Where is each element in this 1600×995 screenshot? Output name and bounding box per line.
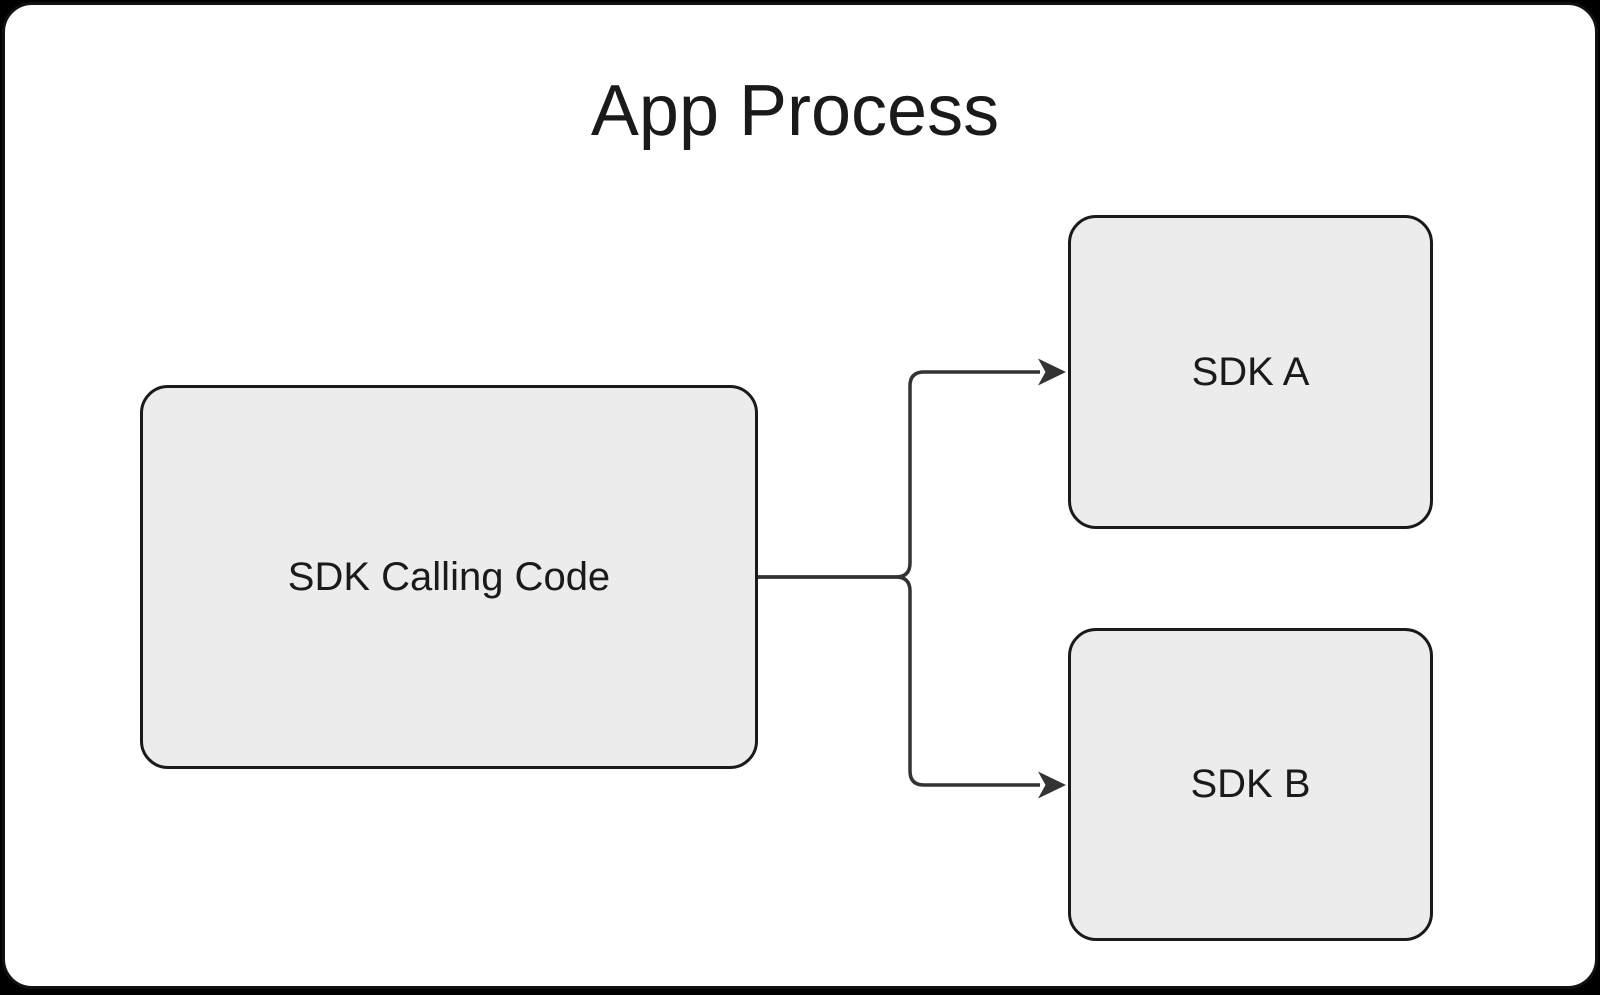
- diagram-title: App Process: [590, 71, 1000, 151]
- node-sdk-b-label: SDK B: [1190, 762, 1311, 806]
- edge-caller-to-sdk-b: [757, 575, 1040, 787]
- arrowhead-icon-sdk-a: [1038, 358, 1066, 386]
- node-sdk-a-label: SDK A: [1191, 349, 1310, 394]
- node-sdk-b: SDK B: [1068, 628, 1433, 941]
- edge-caller-to-sdk-a: [757, 370, 1040, 579]
- node-sdk-calling-code: SDK Calling Code: [140, 385, 758, 769]
- node-sdk-calling-code-label: SDK Calling Code: [287, 554, 611, 599]
- node-sdk-a: SDK A: [1068, 215, 1433, 529]
- arrowhead-icon-sdk-b: [1038, 771, 1066, 799]
